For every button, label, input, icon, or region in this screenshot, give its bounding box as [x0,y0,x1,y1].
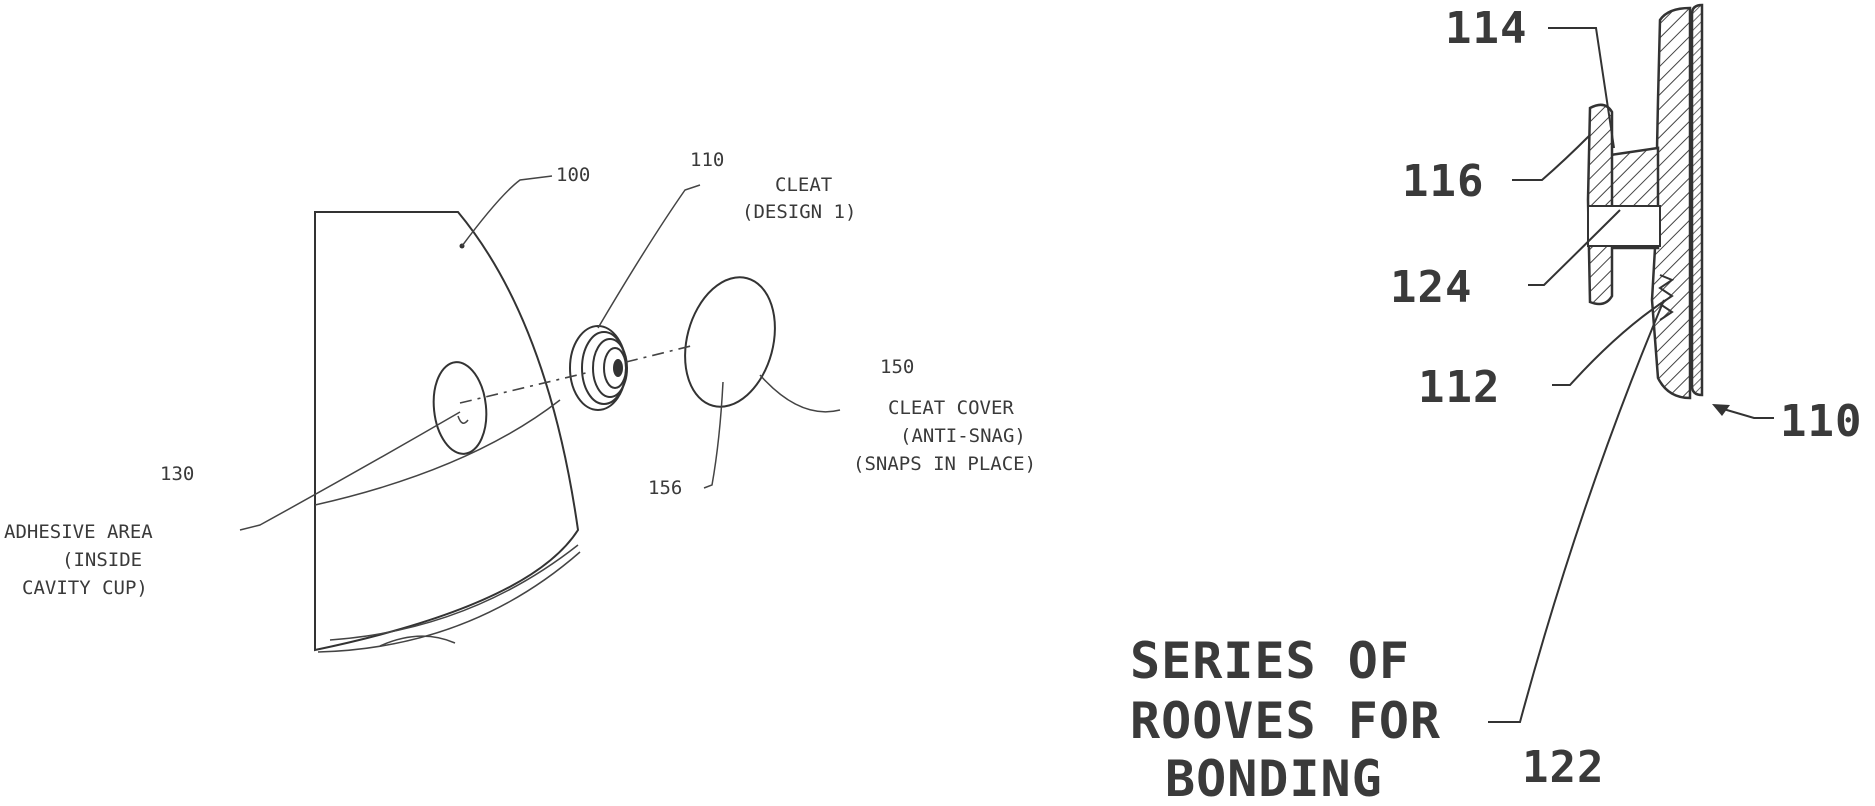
ref-114: 114 [1445,3,1527,54]
ref-112: 112 [1418,362,1500,413]
ref-110-right: 110 [1780,396,1862,447]
leader-110 [598,185,700,328]
ref-156: 156 [648,477,682,499]
adhesive-label-line1: ADHESIVE AREA [4,521,153,543]
leader-112 [1552,300,1666,385]
cover-label-line2: (ANTI-SNAG) [900,425,1026,447]
adhesive-label-line3: CAVITY CUP) [22,577,148,599]
grooves-label-line3: BONDING [1165,750,1383,801]
helmet-shell [315,212,580,652]
cleat-cross-section [1588,5,1702,398]
adhesive-label-line2: (INSIDE [62,549,142,571]
cleat-head [1588,105,1612,304]
leader-156 [704,382,723,488]
cleat-label-line1: CLEAT [775,174,832,196]
leader-110-right [1720,408,1774,418]
cleat-label-line2: (DESIGN 1) [742,201,856,223]
ref-100: 100 [556,164,590,186]
assembly-axis-line [460,345,695,403]
grooves-label-line2: ROOVES FOR [1130,692,1441,750]
grooves-label-line1: SERIES OF [1130,632,1410,690]
cleat-bore [1588,206,1660,246]
ref-124: 124 [1390,262,1472,313]
ref-122: 122 [1522,742,1604,793]
ref-110-left: 110 [690,149,724,171]
ref-116: 116 [1402,156,1484,207]
leader-130 [240,412,460,530]
base-plate [1692,5,1702,395]
adhesive-area-ellipse [429,360,490,457]
leader-116 [1512,135,1590,180]
ref-150: 150 [880,356,914,378]
cleat-cover-disc [671,267,788,417]
leader-122 [1488,300,1664,722]
cover-label-line1: CLEAT COVER [888,397,1014,419]
cover-label-line3: (SNAPS IN PLACE) [853,453,1036,475]
cleat-part [570,326,627,410]
leader-150 [760,375,840,412]
ref-130: 130 [160,463,194,485]
